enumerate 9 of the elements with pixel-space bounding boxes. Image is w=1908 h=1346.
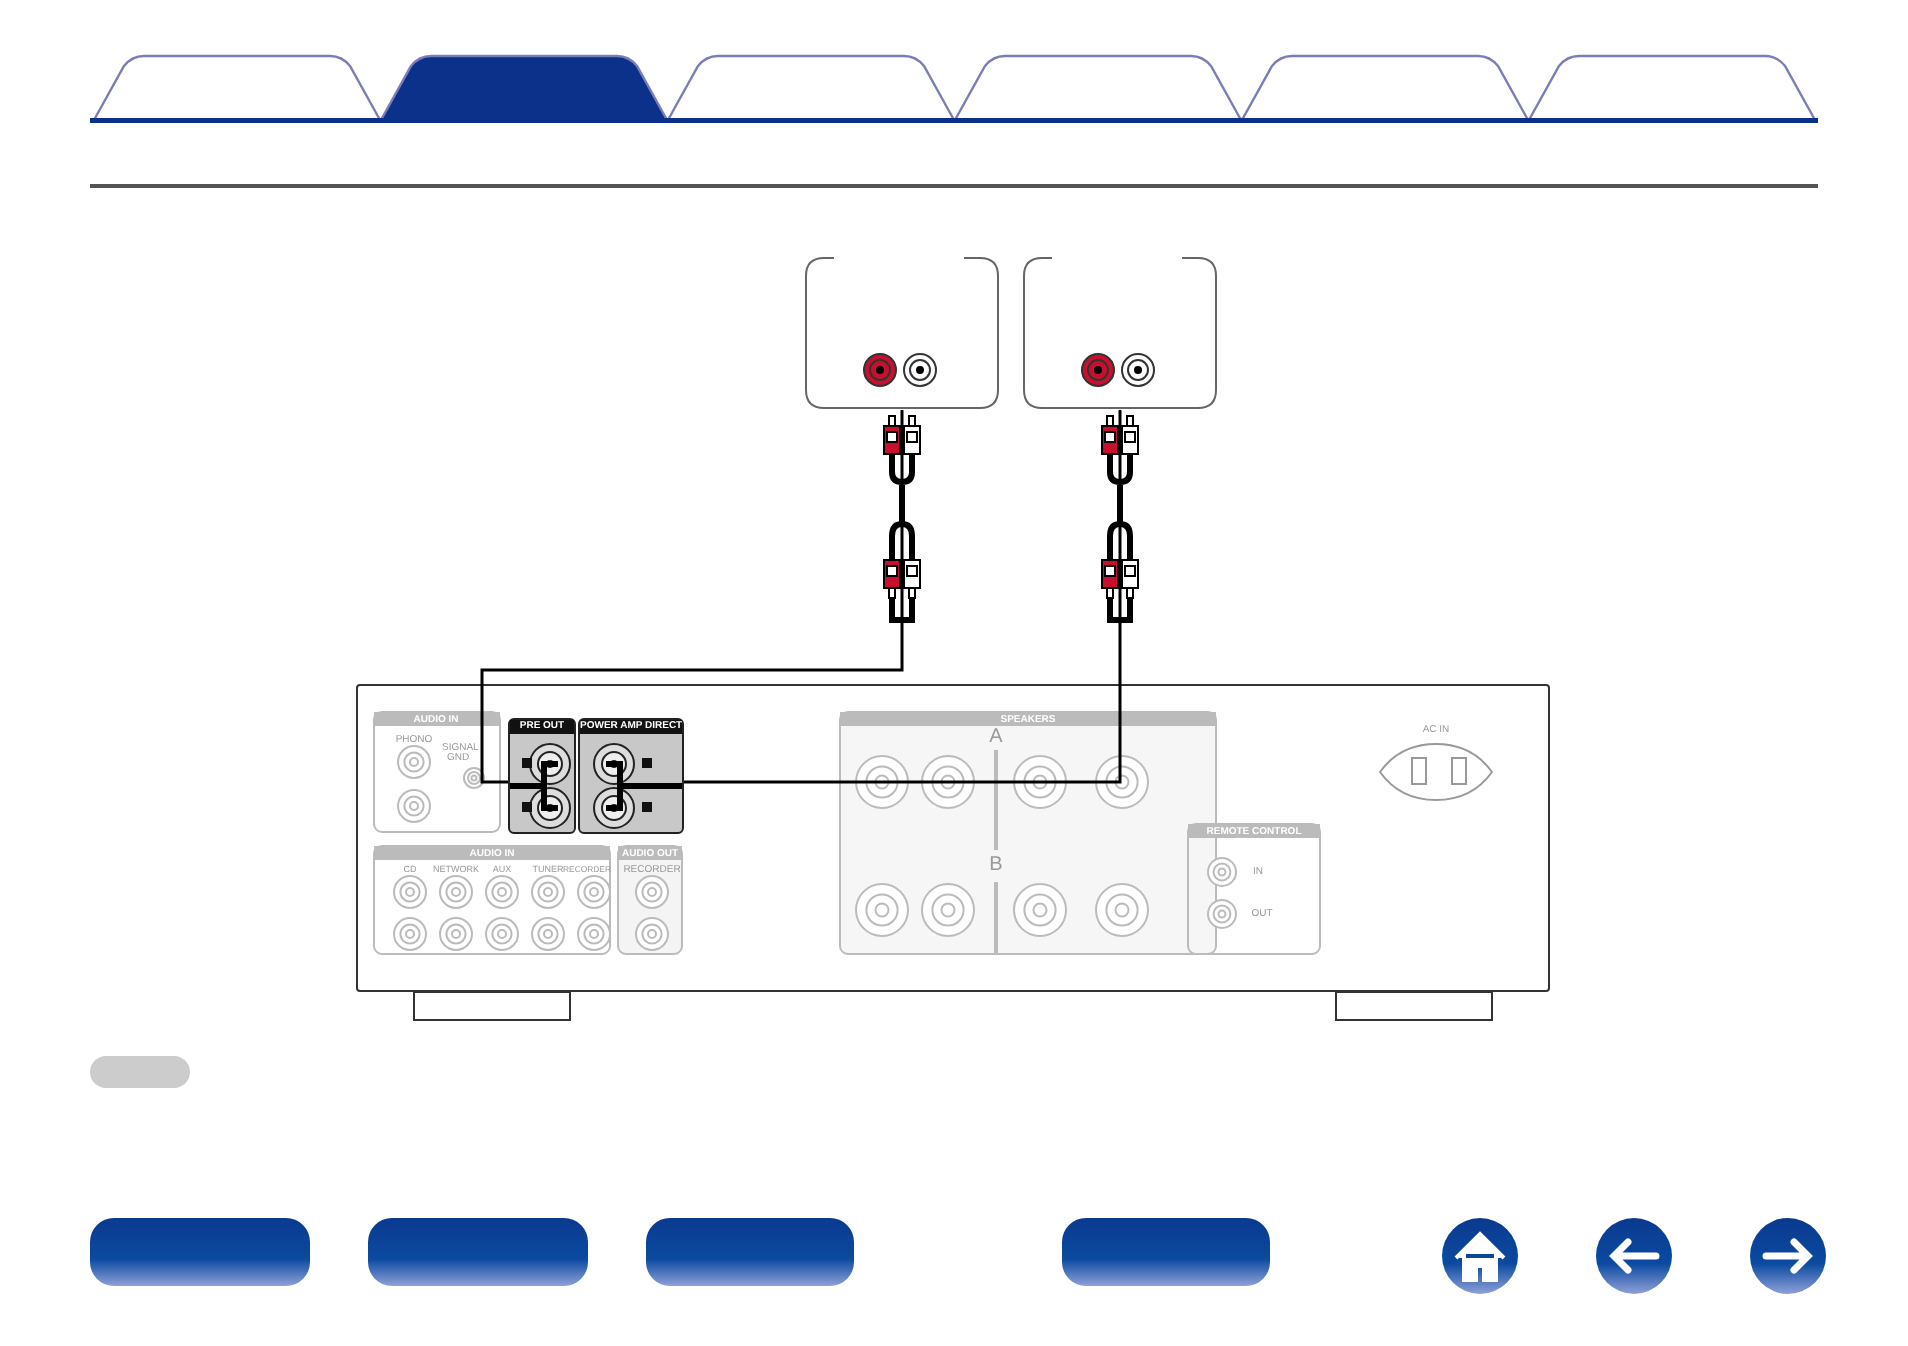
device-box: [1022, 256, 1218, 410]
panel-label: A: [989, 728, 1003, 748]
device-box: [804, 256, 1000, 410]
amplifier-rear-panel: [356, 684, 1550, 992]
jack-section: [508, 718, 576, 834]
rca-cable: [684, 410, 1122, 784]
panel-label: B: [989, 856, 1003, 876]
jack-section: [578, 718, 684, 834]
rca-cable: [480, 410, 904, 784]
